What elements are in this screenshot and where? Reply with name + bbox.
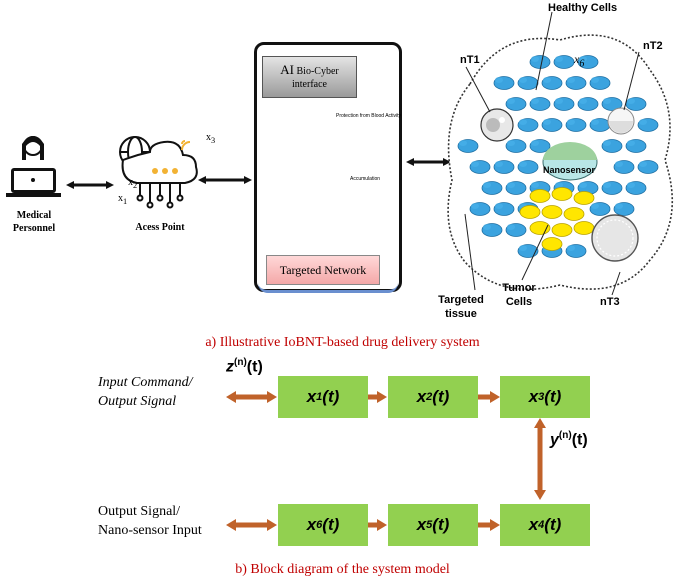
nT3-nanomachine <box>591 214 639 262</box>
tumor-cell <box>519 205 541 219</box>
tumor-cell <box>541 205 563 219</box>
tumor-cell <box>551 187 573 201</box>
healthy-cell <box>529 55 551 69</box>
healthy-cell <box>493 76 515 90</box>
healthy-cell <box>517 160 539 174</box>
x6-label: x6 <box>574 52 585 70</box>
nT2-label: nT2 <box>643 40 663 52</box>
healthy-cell <box>517 244 539 258</box>
nanosensor-icon <box>542 142 598 181</box>
targeted-network-box: Targeted Network <box>266 255 380 285</box>
x3-label: x3 <box>206 132 216 145</box>
healthy-cell <box>637 118 659 132</box>
healthy-cell <box>493 160 515 174</box>
healthy-cell <box>625 139 647 153</box>
healthy-cell <box>481 223 503 237</box>
healthy-cell <box>505 223 527 237</box>
tumor-cell <box>573 191 595 205</box>
nanosensor-label: Nanosensor <box>543 165 596 175</box>
healthy-cell <box>613 160 635 174</box>
protection-label: Protection from Blood Activity <box>336 113 402 119</box>
healthy-cell <box>493 202 515 216</box>
caption-b: b) Block diagram of the system model <box>235 562 450 577</box>
healthy-cell <box>565 118 587 132</box>
caption-a: a) Illustrative IoBNT-based drug deliver… <box>205 335 480 350</box>
healthy-cell <box>481 181 503 195</box>
healthy-cell <box>469 202 491 216</box>
healthy-cell <box>457 139 479 153</box>
nT1-nanomachine <box>480 108 514 142</box>
healthy-cell <box>625 181 647 195</box>
healthy-cells-label: Healthy Cells <box>548 2 618 14</box>
medical-personnel-icon <box>6 136 61 197</box>
healthy-cell <box>601 181 623 195</box>
tumor-cell <box>551 223 573 237</box>
access-point-label: Acess Point <box>135 222 185 233</box>
healthy-cell <box>589 202 611 216</box>
healthy-cell <box>529 97 551 111</box>
healthy-cell <box>577 97 599 111</box>
healthy-cell <box>517 76 539 90</box>
healthy-cell <box>469 160 491 174</box>
nT1-label: nT1 <box>460 54 480 66</box>
healthy-cell <box>505 97 527 111</box>
healthy-cell <box>613 202 635 216</box>
cloud-access-point-icon <box>119 136 198 209</box>
tumor-cell <box>563 207 585 221</box>
healthy-cell <box>589 118 611 132</box>
x2-label: x2 <box>128 177 138 190</box>
accumulation-label: Accumulation <box>350 176 381 182</box>
nT2-nanomachine <box>607 107 635 135</box>
healthy-cell <box>553 97 575 111</box>
targeted-tissue-label: Targeted tissue <box>438 294 484 320</box>
diagram-a-graphics <box>6 11 674 296</box>
nT3-label: nT3 <box>600 296 620 308</box>
healthy-cell <box>553 55 575 69</box>
healthy-cell <box>505 139 527 153</box>
healthy-cell <box>541 118 563 132</box>
healthy-cell <box>541 76 563 90</box>
healthy-cell <box>589 76 611 90</box>
ai-bio-cyber-interface-box: AI Bio-Cyber interface <box>262 56 357 98</box>
healthy-cell <box>625 97 647 111</box>
healthy-cell <box>601 139 623 153</box>
x1-label: x1 <box>118 193 128 206</box>
healthy-cell <box>529 139 551 153</box>
healthy-cell <box>565 76 587 90</box>
medical-personnel-label: Medical Personnel <box>12 210 56 234</box>
healthy-cell <box>637 160 659 174</box>
tumor-cells-label: Tumor Cells <box>502 282 536 308</box>
tumor-cell <box>573 221 595 235</box>
input-command-label: Input Command/ Output Signal <box>98 375 193 409</box>
healthy-cell <box>505 181 527 195</box>
output-signal-label: Output Signal/ Nano-sensor Input <box>98 504 202 538</box>
healthy-cell <box>517 118 539 132</box>
tumor-cell <box>529 189 551 203</box>
healthy-cell <box>565 244 587 258</box>
y-signal-label: y(n)(t) <box>550 430 588 449</box>
tumor-cell <box>541 237 563 251</box>
z-signal-label: z(n)(t) <box>226 357 263 376</box>
